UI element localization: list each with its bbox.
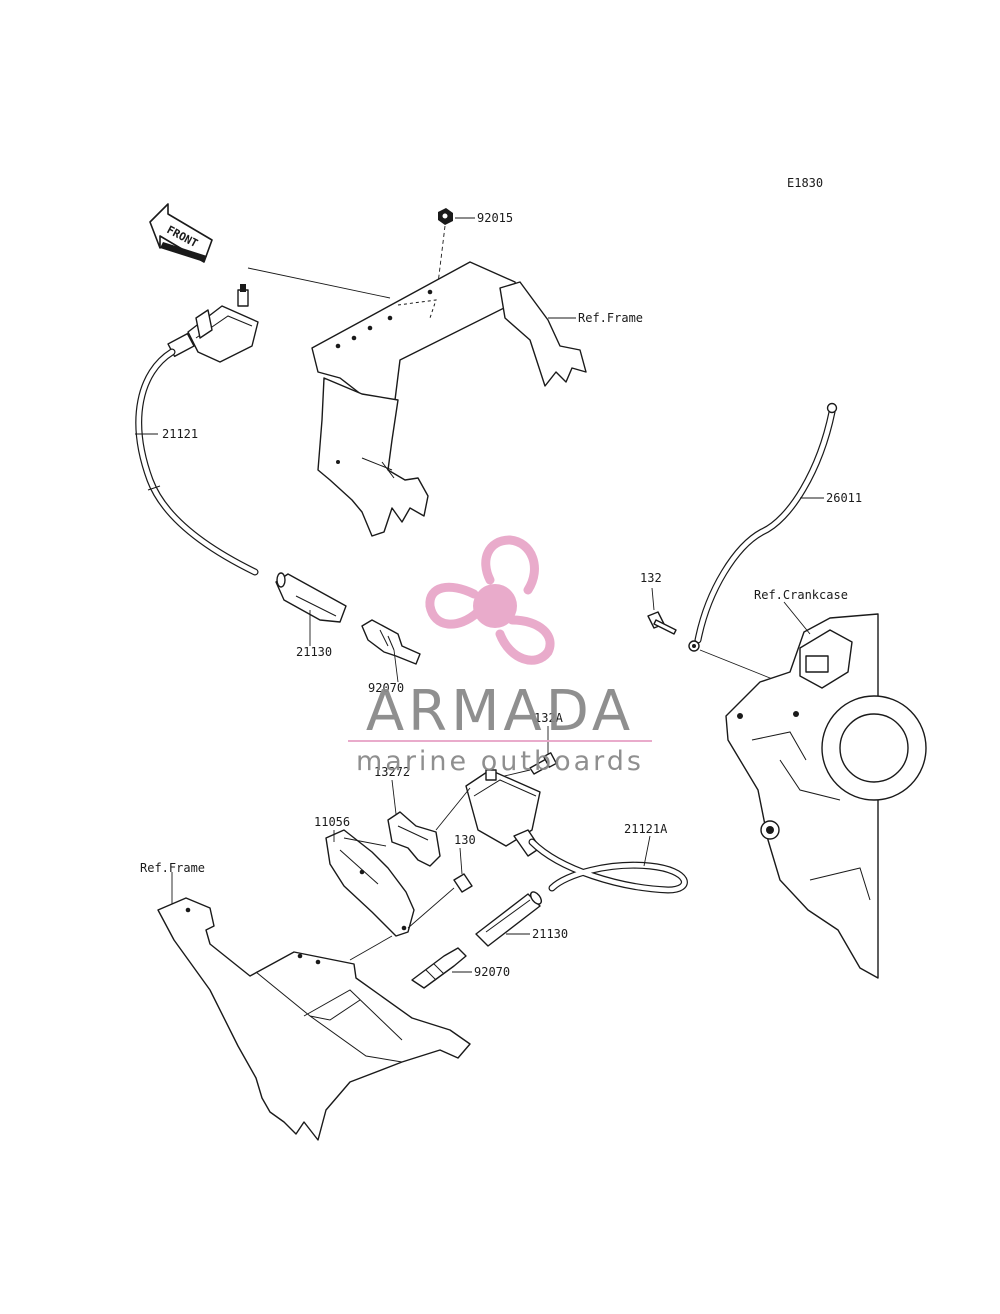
- label-26011: 26011: [826, 491, 862, 505]
- label-21130-upper: 21130: [296, 645, 332, 659]
- plug-cap-lower: [475, 891, 543, 947]
- armada-logo: ARMADA marine outboards: [348, 535, 652, 777]
- spark-plug-upper: [361, 619, 421, 683]
- label-11056: 11056: [314, 815, 350, 829]
- label-frame-upper: Ref.Frame: [578, 311, 643, 325]
- crankcase: [725, 613, 927, 979]
- bolt-130: [407, 847, 473, 929]
- label-13272: 13272: [374, 765, 410, 779]
- bolt-132: [647, 587, 791, 687]
- plug-cap-upper: [275, 572, 347, 646]
- diagram-code: E1830: [787, 176, 823, 190]
- ignition-coil-lower: [465, 769, 541, 857]
- label-frame-lower: Ref.Frame: [140, 861, 205, 875]
- front-arrow-icon: FRONT: [149, 203, 213, 263]
- label-21121a: 21121A: [624, 822, 668, 836]
- label-92015: 92015: [477, 211, 513, 225]
- bracket-13272: [387, 779, 471, 867]
- brand-tagline: marine outboards: [356, 746, 644, 777]
- label-21130-lower: 21130: [532, 927, 568, 941]
- bolt-132a: [495, 726, 558, 779]
- lower-frame: [157, 872, 471, 1141]
- cable-21121a: [528, 835, 688, 894]
- upper-frame: [311, 261, 587, 537]
- label-132: 132: [640, 571, 662, 585]
- ground-cable-26011: [688, 402, 838, 652]
- spark-plug-lower: [411, 947, 472, 989]
- propeller-icon: [425, 535, 555, 665]
- nut-92015: [435, 208, 475, 301]
- label-92070-upper: 92070: [368, 681, 404, 695]
- cable-21121: [135, 348, 259, 576]
- label-crankcase: Ref.Crankcase: [754, 588, 848, 602]
- bracket-11056: [325, 829, 415, 937]
- label-132a: 132A: [534, 711, 564, 725]
- label-92070-lower: 92070: [474, 965, 510, 979]
- ignition-coil-upper: [167, 284, 259, 363]
- brand-name: ARMADA: [366, 679, 634, 744]
- label-21121: 21121: [162, 427, 198, 441]
- label-130: 130: [454, 833, 476, 847]
